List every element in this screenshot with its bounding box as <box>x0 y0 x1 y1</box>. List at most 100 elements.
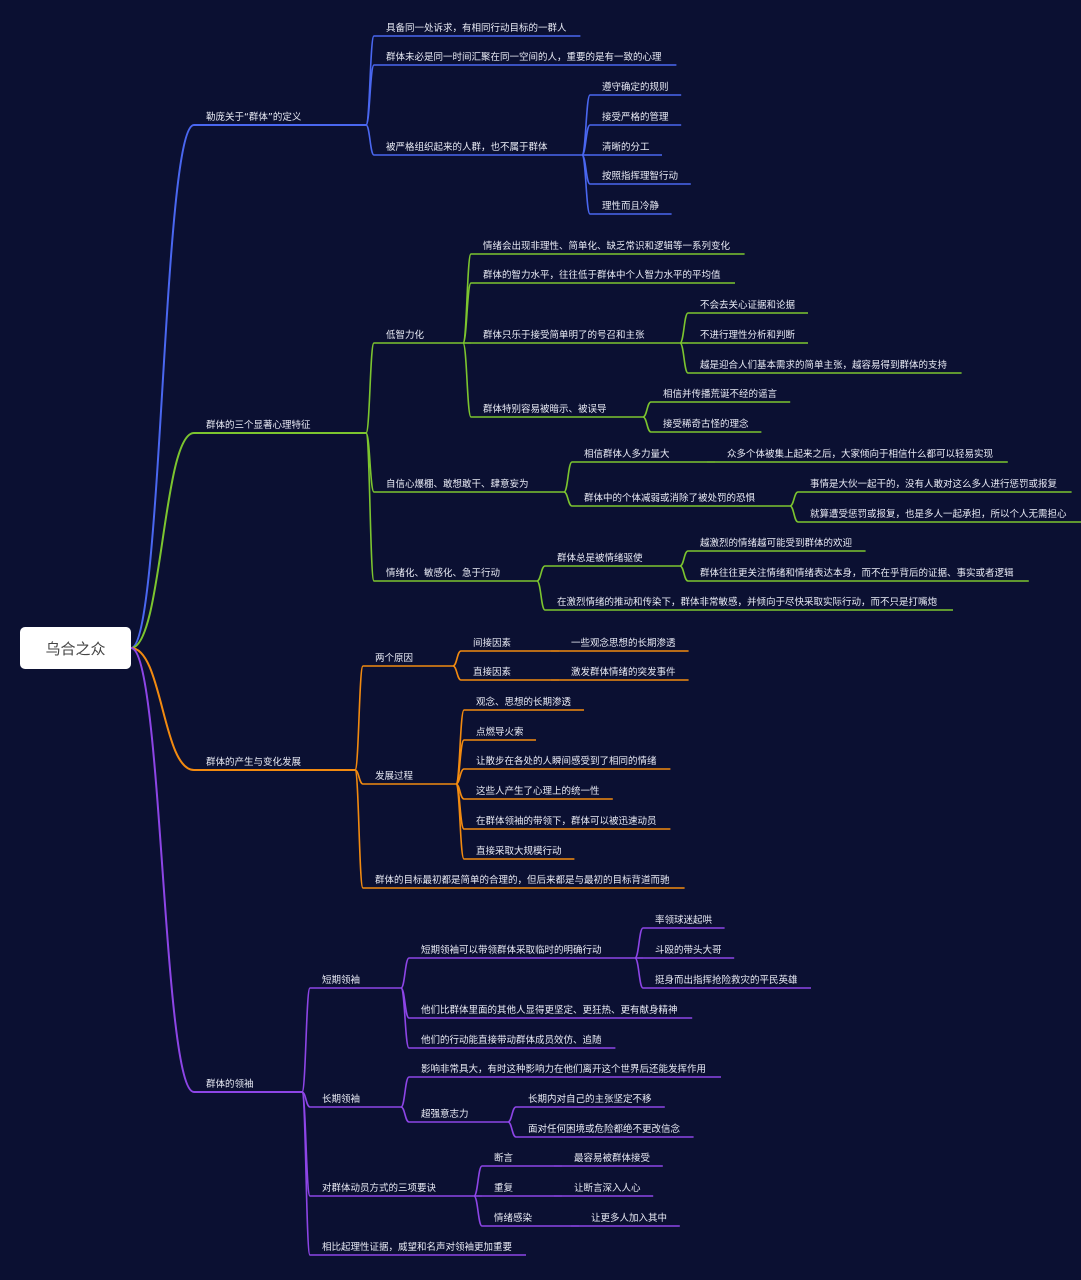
connector-3-0-0-2 <box>634 957 644 989</box>
connector-1-0-2-2 <box>679 342 689 374</box>
topic-node-3-2[interactable]: 对群体动员方式的三项要诀 <box>322 1183 437 1194</box>
connector-1-2-1 <box>536 580 546 611</box>
topic-node-3-0-0[interactable]: 短期领袖可以带领群体采取临时的明确行动 <box>421 945 602 956</box>
connector-1-2-0-0 <box>679 550 689 567</box>
topic-node-2-0-1[interactable]: 直接因素 <box>473 667 512 678</box>
topic-node-1-0-2-0[interactable]: 不会去关心证据和论据 <box>700 300 796 311</box>
topic-node-0-2-4[interactable]: 理性而且冷静 <box>602 201 660 212</box>
topic-node-2-0-0[interactable]: 间接因素 <box>473 638 512 649</box>
connector-1-2-0 <box>536 565 546 582</box>
topic-node-3-1-1-0[interactable]: 长期内对自己的主张坚定不移 <box>528 1094 652 1105</box>
connector-3-1-1-1 <box>507 1121 517 1138</box>
topic-node-3-0-0-1[interactable]: 斗殴的带头大哥 <box>655 945 722 956</box>
connector-0 <box>130 124 195 649</box>
connector-1-1-0 <box>563 461 573 493</box>
connector-1-0-3-0 <box>642 401 652 418</box>
topic-node-1-0-0[interactable]: 情绪会出现非理性、简单化、缺乏常识和逻辑等一系列变化 <box>483 241 731 252</box>
connector-3-2-0 <box>473 1165 483 1197</box>
topic-node-2-0-1-0[interactable]: 激发群体情绪的突发事件 <box>571 667 676 678</box>
topic-node-1-2-0-1[interactable]: 群体往往更关注情绪和情绪表达本身，而不在乎背后的证据、事实或者逻辑 <box>700 568 1014 579</box>
topic-node-3-0[interactable]: 短期领袖 <box>322 975 361 986</box>
topic-node-1[interactable]: 群体的三个显著心理特征 <box>206 420 311 431</box>
connector-2-0-0 <box>452 650 462 667</box>
topic-node-0-1[interactable]: 群体未必是同一时间汇聚在同一空间的人，重要的是有一致的心理 <box>386 52 662 63</box>
topic-node-2-1-1[interactable]: 点燃导火索 <box>476 727 524 738</box>
topic-node-0-2-0[interactable]: 遵守确定的规则 <box>602 82 669 93</box>
topic-node-3[interactable]: 群体的领袖 <box>206 1079 254 1090</box>
connector-1-0-2-0 <box>679 312 689 344</box>
topic-node-1-0-3-0[interactable]: 相信并传播荒诞不经的谣言 <box>663 389 778 400</box>
connector-2-0-1 <box>452 665 462 681</box>
connector-3-1-0 <box>400 1076 410 1108</box>
topic-node-2-0[interactable]: 两个原因 <box>375 653 414 664</box>
topic-node-2-1-4[interactable]: 在群体领袖的带领下，群体可以被迅速动员 <box>476 816 657 827</box>
connector-0-1 <box>365 64 375 126</box>
connector-1-1-1 <box>563 491 573 507</box>
connector-1-1-1-0 <box>789 491 799 507</box>
topic-node-3-1-1-1[interactable]: 面对任何困境或危险都绝不更改信念 <box>528 1124 681 1135</box>
connector-1-0 <box>365 342 375 434</box>
topic-node-1-0[interactable]: 低智力化 <box>386 330 425 341</box>
topic-node-0[interactable]: 勒庞关于“群体”的定义 <box>206 112 302 123</box>
connector-2-2 <box>354 769 364 889</box>
topic-node-1-1-1-0[interactable]: 事情是大伙一起干的，没有人敢对这么多人进行惩罚或报复 <box>810 479 1058 490</box>
connector-0-2-4 <box>581 154 591 215</box>
topic-node-2-0-0-0[interactable]: 一些观念思想的长期渗透 <box>571 638 676 649</box>
topic-node-1-0-2-1[interactable]: 不进行理性分析和判断 <box>700 330 796 341</box>
connector-1 <box>130 432 195 649</box>
topic-node-1-2-1[interactable]: 在激烈情绪的推动和传染下，群体非常敏感，并倾向于尽快采取实际行动，而不只是打嘴炮 <box>557 597 938 608</box>
topic-node-1-0-2-2[interactable]: 越是迎合人们基本需求的简单主张，越容易得到群体的支持 <box>700 360 948 371</box>
topic-node-0-2-2[interactable]: 清晰的分工 <box>602 142 650 153</box>
topic-node-3-0-2[interactable]: 他们的行动能直接带动群体成员效仿、追随 <box>421 1035 602 1046</box>
topic-node-3-0-0-2[interactable]: 挺身而出指挥抢险救灾的平民英雄 <box>655 975 798 986</box>
topic-node-2-1[interactable]: 发展过程 <box>375 771 414 782</box>
topic-node-0-2-3[interactable]: 按照指挥理智行动 <box>602 171 679 182</box>
topic-node-3-1[interactable]: 长期领袖 <box>322 1094 361 1105</box>
connector-0-2 <box>365 124 375 156</box>
topic-node-1-2[interactable]: 情绪化、敏感化、急于行动 <box>386 568 501 579</box>
topic-node-3-2-0[interactable]: 断言 <box>494 1153 514 1164</box>
topic-node-1-1[interactable]: 自信心爆棚、敢想敢干、肆意妄为 <box>386 479 529 490</box>
connector-1-0-0 <box>462 253 472 344</box>
topic-node-0-2[interactable]: 被严格组织起来的人群，也不属于群体 <box>386 142 548 153</box>
root-node[interactable]: 乌合之众 <box>20 627 131 669</box>
topic-node-3-2-0-0[interactable]: 最容易被群体接受 <box>574 1153 651 1164</box>
topic-node-1-0-2[interactable]: 群体只乐于接受简单明了的号召和主张 <box>483 330 645 341</box>
connector-2-0 <box>354 665 364 771</box>
topic-node-3-0-0-0[interactable]: 率领球迷起哄 <box>655 915 713 926</box>
topic-node-3-3[interactable]: 相比起理性证据，威望和名声对领袖更加重要 <box>322 1242 513 1253</box>
connector-0-2-1 <box>581 124 591 156</box>
topic-node-0-2-1[interactable]: 接受严格的管理 <box>602 112 669 123</box>
connector-1-1-1-1 <box>789 505 799 523</box>
topic-node-1-0-3-1[interactable]: 接受稀奇古怪的理念 <box>663 419 749 430</box>
connector-2-1-5 <box>455 783 465 860</box>
topic-node-3-2-2-0[interactable]: 让更多人加入其中 <box>591 1213 668 1224</box>
topic-node-1-1-0-0[interactable]: 众多个体被集上起来之后，大家倾向于相信什么都可以轻易实现 <box>727 449 994 460</box>
topic-node-2-2[interactable]: 群体的目标最初都是简单的合理的，但后来都是与最初的目标背道而驰 <box>375 875 670 886</box>
topic-node-2-1-2[interactable]: 让散步在各处的人瞬间感受到了相同的情绪 <box>476 756 657 767</box>
topic-node-3-2-2[interactable]: 情绪感染 <box>494 1213 533 1224</box>
topic-node-3-2-1[interactable]: 重复 <box>494 1183 514 1194</box>
topic-node-3-1-0[interactable]: 影响非常具大，有时这种影响力在他们离开这个世界后还能发挥作用 <box>421 1064 707 1075</box>
topic-node-3-2-1-0[interactable]: 让断言深入人心 <box>574 1183 641 1194</box>
topic-node-2-1-3[interactable]: 这些人产生了心理上的统一性 <box>476 786 600 797</box>
connector-3-1-1-0 <box>507 1106 517 1123</box>
topic-node-1-2-0[interactable]: 群体总是被情绪驱使 <box>557 553 643 564</box>
connector-3-1-1 <box>400 1106 410 1123</box>
topic-node-2-1-0[interactable]: 观念、思想的长期渗透 <box>476 697 572 708</box>
topic-node-1-1-1[interactable]: 群体中的个体减弱或消除了被处罚的恐惧 <box>584 493 756 504</box>
topic-node-2-1-5[interactable]: 直接采取大规模行动 <box>476 846 562 857</box>
topic-node-1-1-1-1[interactable]: 就算遭受惩罚或报复，也是多人一起承担，所以个人无需担心 <box>810 509 1067 520</box>
topic-node-0-0[interactable]: 具备同一处诉求，有相同行动目标的一群人 <box>386 23 567 34</box>
connector-3 <box>130 647 195 1093</box>
topic-node-1-0-3[interactable]: 群体特别容易被暗示、被误导 <box>483 404 607 415</box>
topic-node-1-1-0[interactable]: 相信群体人多力量大 <box>584 449 670 460</box>
topic-node-1-2-0-0[interactable]: 越激烈的情绪越可能受到群体的欢迎 <box>700 538 853 549</box>
topic-node-3-0-1[interactable]: 他们比群体里面的其他人显得更坚定、更狂热、更有献身精神 <box>421 1005 678 1016</box>
topic-node-1-0-1[interactable]: 群体的智力水平，往往低于群体中个人智力水平的平均值 <box>483 270 721 281</box>
connector-1-2 <box>365 432 375 582</box>
topic-node-3-1-1[interactable]: 超强意志力 <box>421 1109 469 1120</box>
connector-1-0-1 <box>462 282 472 344</box>
topic-node-2[interactable]: 群体的产生与变化发展 <box>206 757 302 768</box>
